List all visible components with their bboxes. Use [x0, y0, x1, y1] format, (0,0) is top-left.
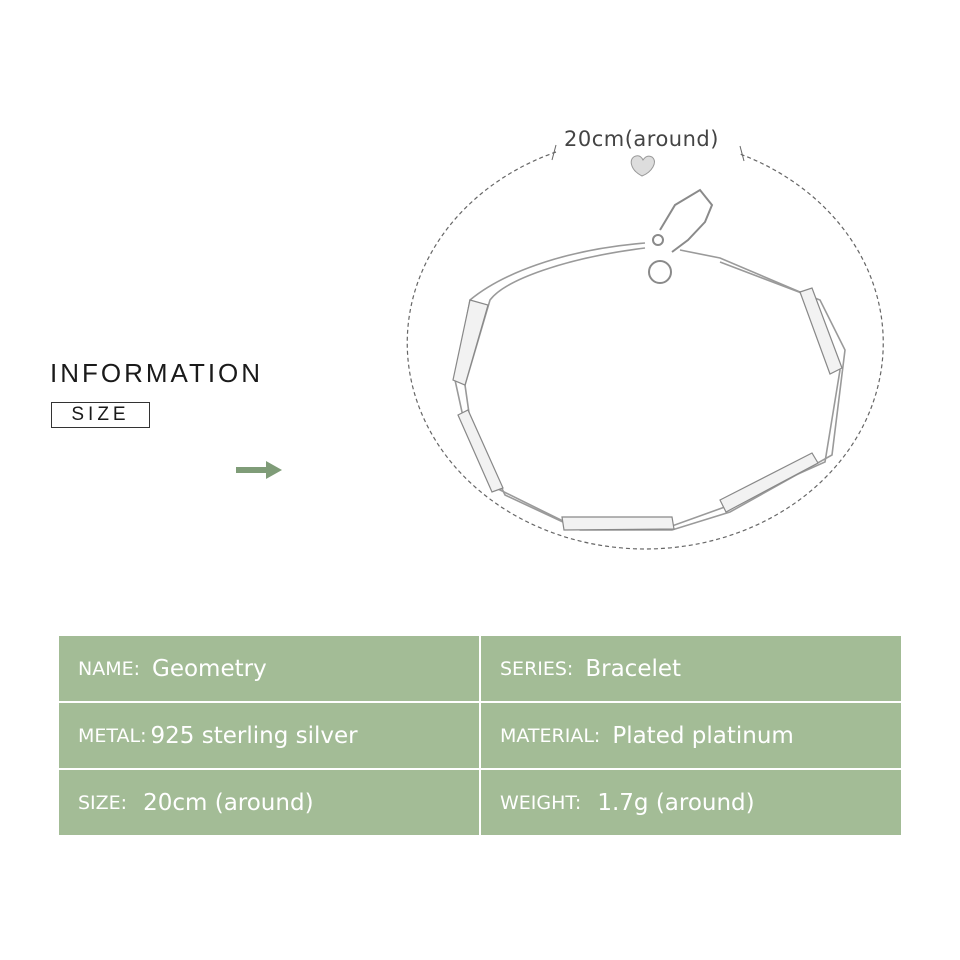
heart-charm-icon	[630, 155, 655, 177]
spec-value: 925 sterling silver	[150, 722, 358, 749]
spec-key: MATERIAL:	[500, 724, 601, 747]
spec-cell-size: SIZE: 20cm (around)	[59, 770, 479, 835]
size-dimension-circle	[406, 151, 884, 550]
extender-chain	[648, 188, 714, 284]
information-heading: INFORMATION	[50, 358, 264, 388]
size-tag: SIZE	[51, 402, 150, 428]
spec-key: NAME:	[78, 657, 141, 680]
spec-value: Geometry	[152, 655, 267, 682]
bracelet-chain	[454, 242, 846, 531]
spec-key: SIZE:	[78, 791, 128, 814]
spec-key: METAL:	[78, 724, 147, 747]
spec-cell-metal: METAL:925 sterling silver	[59, 703, 479, 768]
spec-value: Plated platinum	[612, 722, 794, 749]
spec-row: SIZE: 20cm (around) WEIGHT: 1.7g (around)	[59, 770, 901, 835]
spec-row: NAME: Geometry SERIES: Bracelet	[59, 636, 901, 701]
spec-value: 20cm (around)	[143, 789, 314, 816]
spec-row: METAL:925 sterling silver MATERIAL: Plate…	[59, 703, 901, 768]
bracelet-bars	[452, 287, 843, 531]
spec-cell-material: MATERIAL: Plated platinum	[481, 703, 901, 768]
spec-cell-weight: WEIGHT: 1.7g (around)	[481, 770, 901, 835]
bracelet-illustration	[406, 144, 884, 550]
spec-value: 1.7g (around)	[597, 789, 755, 816]
spec-cell-series: SERIES: Bracelet	[481, 636, 901, 701]
spec-table: NAME: Geometry SERIES: Bracelet METAL:925 …	[59, 636, 901, 837]
spec-cell-name: NAME: Geometry	[59, 636, 479, 701]
spec-value: Bracelet	[585, 655, 682, 682]
spec-key: SERIES:	[500, 657, 574, 680]
arrow-right-icon	[236, 461, 282, 479]
dimension-label: 20cm(around)	[564, 127, 719, 151]
spec-key: WEIGHT:	[500, 791, 582, 814]
